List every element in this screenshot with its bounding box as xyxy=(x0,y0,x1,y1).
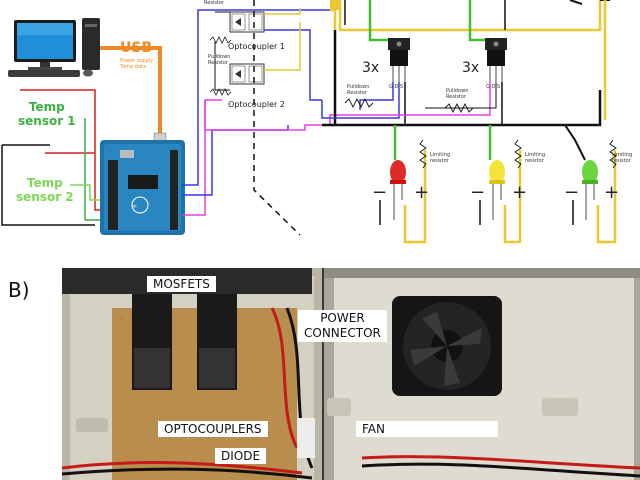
gds-right: G D S xyxy=(486,84,501,90)
diode-label: DIODE xyxy=(215,448,267,464)
mosfets-label: MOSFETS xyxy=(147,276,216,292)
usb-sub-1: Power supply xyxy=(120,58,154,64)
temp-sensor-2-line2: sensor 2 xyxy=(16,190,74,204)
opto-pulldown-1-line2: Resistor xyxy=(208,60,228,66)
led-red xyxy=(390,160,406,220)
fan-image xyxy=(392,296,502,396)
limiting-resistor-3: Limiting resistor xyxy=(612,152,632,164)
mosfet-left xyxy=(388,38,410,82)
limiting-resistor-1: Limiting resistor xyxy=(430,152,450,164)
arduino-board: ∞ xyxy=(100,140,185,235)
mosfet-pulldown-left: Pulldown Resistor xyxy=(347,84,369,96)
optocoupler-1-label: Optocoupler 1 xyxy=(228,42,285,51)
power-connector-line2: CONNECTOR xyxy=(304,326,381,340)
mosfet-count-right: 3x xyxy=(462,60,480,76)
minus-sign-3: − xyxy=(564,182,580,203)
temp-sensor-1-line2: sensor 1 xyxy=(18,114,76,128)
power-connector-line1: POWER xyxy=(320,311,365,325)
mosfet-pulldown-right-line2: Resistor xyxy=(446,94,466,100)
mosfet-pulldown-right-line1: Pulldown xyxy=(446,88,469,94)
temp-sensor-2-line1: Temp xyxy=(26,176,63,190)
gds-left: G D S xyxy=(389,84,404,90)
svg-text:∞: ∞ xyxy=(132,203,137,210)
limiting-resistor-2-line1: Limiting xyxy=(525,152,546,158)
minus-sign-1: − xyxy=(372,182,388,203)
mosfet-pulldown-left-line1: Pulldown xyxy=(347,84,370,90)
limiting-resistor-1-line2: resistor xyxy=(430,158,449,164)
temp-sensor-1-label: Temp sensor 1 xyxy=(18,100,76,128)
limiting-resistor-2: Limiting resistor xyxy=(525,152,545,164)
plus-sign-2: + xyxy=(512,182,528,203)
mosfet-pulldown-left-line2: Resistor xyxy=(347,90,367,96)
usb-sub-2: Temp data xyxy=(120,64,147,70)
top-resistor-label: Resistor xyxy=(204,0,224,6)
optocoupler-1 xyxy=(229,11,265,33)
limiting-resistor-3-line2: resistor xyxy=(612,158,631,164)
computer-icon xyxy=(8,18,100,77)
hardware-photo xyxy=(62,268,640,480)
optocoupler-2 xyxy=(229,63,265,85)
fan-label: FAN xyxy=(356,421,498,437)
opto-pulldown-1-line1: Pulldown xyxy=(208,54,231,60)
minus-sign-2: − xyxy=(470,182,486,203)
plus-sign-1: + xyxy=(414,182,430,203)
mosfet-pulldown-right: Pulldown Resistor xyxy=(446,88,468,100)
limiting-resistor-1-line1: Limiting xyxy=(430,152,451,158)
limiting-resistor-2-line2: resistor xyxy=(525,158,544,164)
usb-label: USB xyxy=(120,40,153,56)
panel-b-label: B) xyxy=(8,278,30,302)
limiting-resistor-3-line1: Limiting xyxy=(612,152,633,158)
plus-sign-3: + xyxy=(604,182,620,203)
mosfet-count-left: 3x xyxy=(362,60,380,76)
schematic-diagram: ∞ xyxy=(1,0,617,244)
temp-sensor-1-line1: Temp xyxy=(28,100,65,114)
mosfet-right xyxy=(485,38,507,82)
optocoupler-2-label: Optocoupler 2 xyxy=(228,100,285,109)
led-yellow xyxy=(489,160,505,220)
temp-sensor-2-label: Temp sensor 2 xyxy=(16,176,74,204)
power-connector-label: POWER CONNECTOR xyxy=(298,310,387,342)
led-green xyxy=(582,160,598,220)
optocouplers-label: OPTOCOUPLERS xyxy=(158,421,268,437)
opto-pulldown-label-1: Pulldown Resistor xyxy=(208,54,230,66)
